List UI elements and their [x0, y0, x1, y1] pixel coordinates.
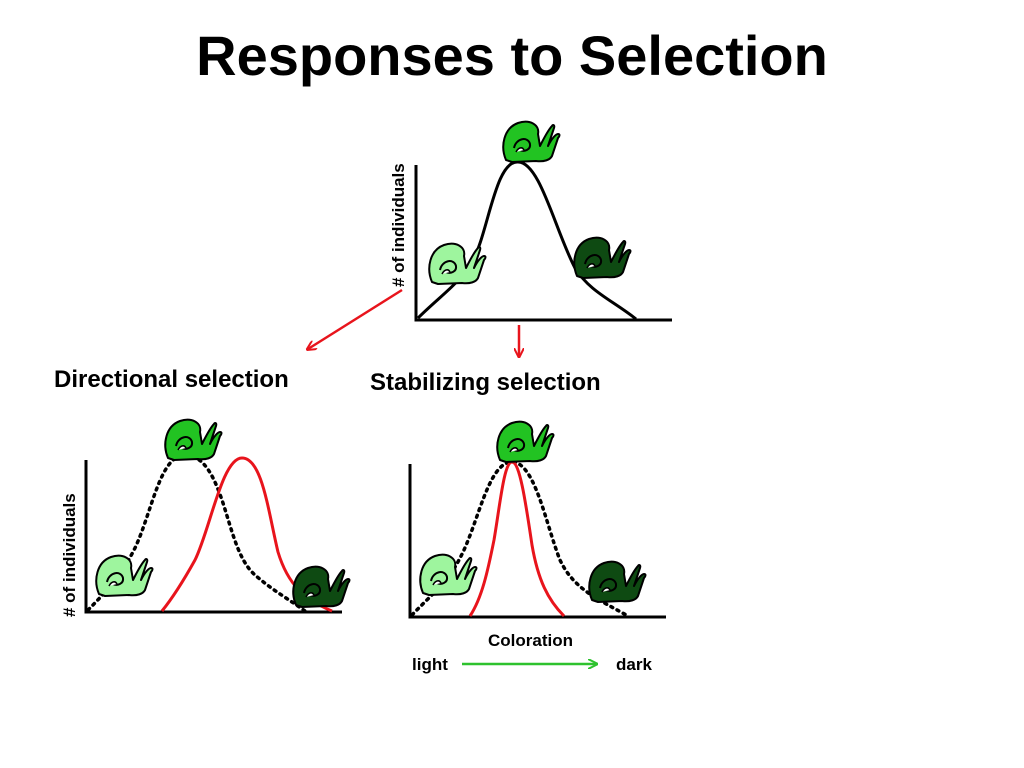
- directional-original-curve: [86, 453, 307, 613]
- coloration-light-label: light: [412, 655, 448, 674]
- directional-selection-label: Directional selection: [54, 366, 289, 393]
- top-y-axis-label: # of individuals: [389, 163, 408, 287]
- directional-selected-curve: [160, 456, 333, 613]
- top-y-axis: [414, 165, 672, 322]
- dark-snail-icon: [292, 565, 351, 608]
- medium-snail-icon: [496, 420, 555, 463]
- dark-snail-icon: [588, 560, 647, 603]
- directional-y-axis-label: # of individuals: [60, 493, 79, 617]
- light-snail-icon: [419, 553, 478, 596]
- stabilizing-selection-label: Stabilizing selection: [370, 369, 601, 396]
- page-title: Responses to Selection: [196, 24, 828, 87]
- directional-arrow: [308, 288, 403, 349]
- coloration-title: Coloration: [488, 631, 573, 650]
- stabilizing-chart: [408, 420, 666, 619]
- light-snail-icon: [95, 554, 154, 597]
- dark-snail-icon: [573, 236, 632, 279]
- medium-snail-icon: [502, 120, 561, 163]
- directional-chart: [84, 418, 351, 614]
- top-chart: [414, 120, 672, 322]
- coloration-dark-label: dark: [616, 655, 652, 674]
- medium-snail-icon: [164, 418, 223, 461]
- light-snail-icon: [428, 242, 487, 285]
- stabilizing-axes: [408, 464, 666, 619]
- directional-axes: [84, 460, 342, 614]
- stabilizing-selected-curve: [468, 460, 566, 618]
